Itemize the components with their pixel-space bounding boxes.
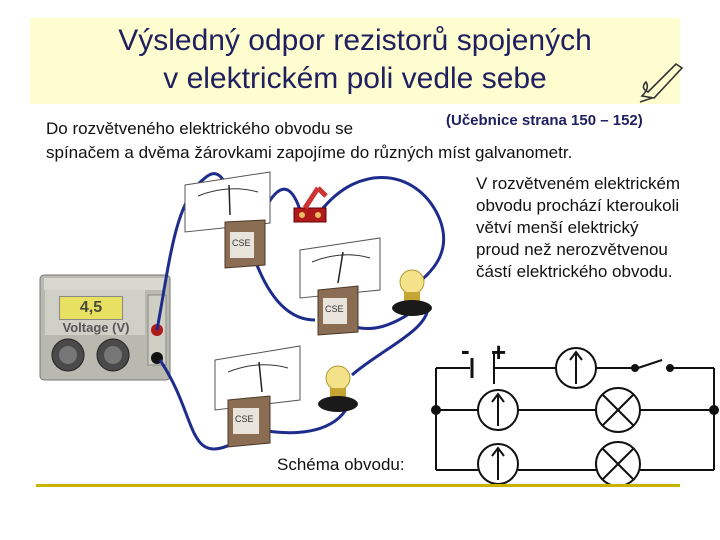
minus-terminal-sign: - (461, 335, 470, 366)
voltage-knob-label: Voltage (V) (55, 320, 137, 335)
plus-terminal-sign: + (491, 337, 506, 368)
galvanometer-1-label: CSE (232, 238, 251, 248)
galvanometer-2-label: CSE (325, 304, 344, 314)
voltage-display: 4,5 (59, 296, 123, 320)
galvanometer-3-label: CSE (235, 414, 254, 424)
galvanometer-1: CSE (185, 172, 270, 268)
light-bulb-2 (318, 366, 358, 412)
circuit-schematic (432, 348, 718, 486)
bottom-divider (36, 484, 680, 487)
schematic-label: Schéma obvodu: (277, 455, 405, 475)
